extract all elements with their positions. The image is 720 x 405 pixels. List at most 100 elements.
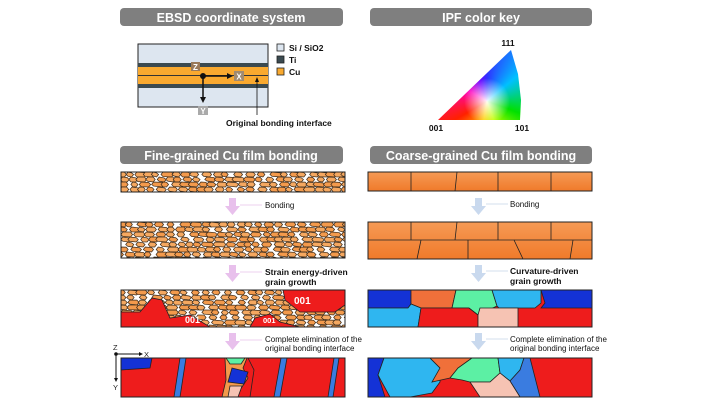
grain <box>187 181 200 188</box>
grain <box>288 181 298 188</box>
grain <box>208 314 218 321</box>
grain <box>225 226 239 233</box>
grain <box>242 314 254 321</box>
grain <box>130 181 139 188</box>
grain <box>325 176 337 183</box>
header-coarse: Coarse-grained Cu film bonding <box>370 146 592 164</box>
svg-text:Complete elimination of the: Complete elimination of the <box>510 335 607 344</box>
coarse-film-final <box>368 358 592 397</box>
svg-text:Fine-grained Cu film bonding: Fine-grained Cu film bonding <box>144 149 318 163</box>
grain <box>287 231 296 238</box>
grain <box>137 186 146 192</box>
grain <box>281 309 294 316</box>
grain <box>268 181 278 188</box>
grain <box>112 257 120 262</box>
grain <box>180 294 192 301</box>
svg-text:X: X <box>236 73 242 82</box>
grain <box>136 222 148 228</box>
grain <box>191 251 202 258</box>
ipf-label-101: 101 <box>515 123 529 133</box>
grain <box>225 299 234 306</box>
grain <box>321 314 332 321</box>
grain <box>210 309 220 316</box>
grain <box>166 222 175 228</box>
grain <box>250 231 262 238</box>
grain <box>277 251 290 258</box>
grain <box>261 241 273 248</box>
grain <box>126 294 135 301</box>
grain <box>188 309 198 316</box>
grain <box>135 176 148 183</box>
grain <box>237 181 249 188</box>
svg-text:Bonding: Bonding <box>510 200 539 209</box>
fine-film-initial <box>121 172 345 192</box>
grain <box>225 241 237 248</box>
grain <box>225 181 240 188</box>
grain <box>133 251 146 258</box>
grain <box>127 299 140 306</box>
fine-film-final <box>121 358 345 397</box>
grain <box>324 226 336 233</box>
grain <box>128 176 139 183</box>
grain <box>211 290 221 296</box>
svg-text:Curvature-driven: Curvature-driven <box>510 266 579 276</box>
grain <box>189 172 200 178</box>
grain <box>333 314 342 321</box>
header-ipf: IPF color key <box>370 8 592 26</box>
svg-text:001: 001 <box>263 316 276 325</box>
grain <box>330 181 343 188</box>
grain <box>177 309 188 316</box>
grain <box>138 294 148 301</box>
grain <box>284 241 294 248</box>
grain <box>216 181 228 188</box>
grain <box>247 299 259 306</box>
grain <box>337 176 345 183</box>
grain <box>338 251 345 258</box>
grain <box>168 236 179 243</box>
svg-text:Strain energy-driven: Strain energy-driven <box>265 267 348 277</box>
grain <box>320 241 333 248</box>
grain <box>323 236 337 243</box>
grain <box>174 251 184 258</box>
grain <box>156 176 167 183</box>
grain <box>262 231 272 238</box>
svg-text:Ti: Ti <box>289 55 296 65</box>
grain <box>191 299 201 306</box>
grain <box>293 186 308 192</box>
grain <box>196 246 207 253</box>
grain <box>121 186 130 192</box>
grain <box>243 176 256 183</box>
grain <box>151 181 165 188</box>
coarse-step-bonding: Bonding <box>471 198 539 215</box>
grain <box>125 172 135 178</box>
grain <box>233 172 244 178</box>
fine-step-bonding: Bonding <box>225 198 294 215</box>
grain <box>277 226 290 233</box>
grain <box>243 222 253 228</box>
grain <box>232 246 245 253</box>
grain <box>316 246 326 253</box>
svg-text:Y: Y <box>200 107 206 116</box>
grain <box>341 231 345 238</box>
grain <box>264 299 276 306</box>
grain <box>121 294 127 301</box>
grain <box>201 172 213 178</box>
grain <box>206 181 217 188</box>
grain <box>236 186 246 192</box>
grain <box>322 186 333 192</box>
grain <box>207 294 217 301</box>
grain <box>220 309 229 316</box>
header-fine: Fine-grained Cu film bonding <box>120 146 343 164</box>
grain <box>168 241 178 248</box>
grain <box>245 186 255 192</box>
grain <box>192 241 202 248</box>
grain <box>201 299 215 306</box>
grain <box>318 231 329 238</box>
grain <box>259 181 272 188</box>
grain <box>192 236 205 243</box>
grain <box>320 222 335 228</box>
grain <box>237 299 246 306</box>
grain <box>276 186 288 192</box>
grain <box>121 251 124 258</box>
